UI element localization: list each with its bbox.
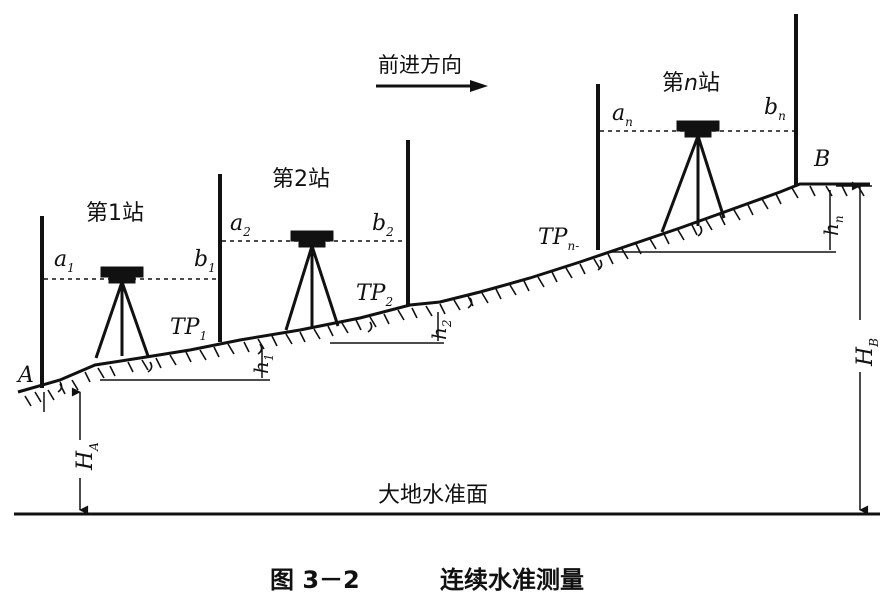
figure-number: 图 3－2 (270, 566, 360, 594)
ground-hatching (24, 185, 865, 407)
foresight-b1: b1 (194, 247, 216, 275)
station-2-title: 第2站 (272, 167, 330, 192)
sight-lines (44, 130, 794, 280)
height-diff-h2: h2 (427, 319, 454, 340)
elevation-ha: HA (73, 442, 101, 471)
elevation-hb: HB (853, 338, 881, 367)
station-n-title: 第n站 (662, 71, 720, 96)
foresight-bn: bn (764, 95, 786, 123)
ground-line (17, 182, 870, 394)
datum-label: 大地水准面 (378, 483, 488, 508)
direction-label: 前进方向 (378, 53, 462, 77)
elevation-arrows (71, 181, 872, 515)
station-1-title: 第1站 (86, 201, 144, 226)
turning-point-2: TP2 (356, 281, 393, 309)
backsight-a2: a2 (230, 211, 251, 239)
figure-title: 连续水准测量 (440, 566, 584, 594)
backsight-an: an (612, 101, 633, 129)
turning-point-1: TP1 (170, 315, 207, 343)
leveling-staffs (40, 14, 798, 388)
level-instrument-1 (94, 266, 150, 359)
height-diff-lines (43, 190, 836, 412)
foresight-b2: b2 (372, 211, 394, 239)
point-a: A (16, 363, 34, 388)
level-instrument-2 (284, 230, 340, 331)
direction-arrow (376, 80, 488, 92)
height-diff-h1: h1 (249, 353, 276, 374)
level-instrument-n (660, 120, 726, 233)
backsight-a1: a1 (54, 247, 75, 275)
turning-point-n: TPn- (538, 225, 579, 253)
height-diff-hn: hn (819, 215, 846, 236)
point-b: B (813, 147, 830, 172)
